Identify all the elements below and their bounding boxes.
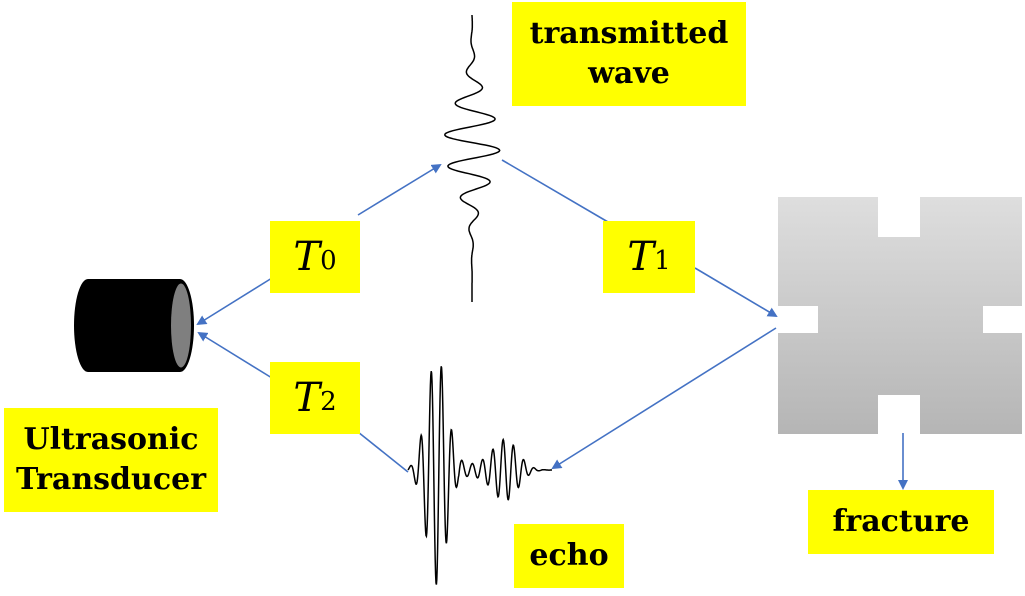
t1-subscript: 1 xyxy=(654,246,671,276)
fracture-label: fracture xyxy=(808,490,994,554)
t0-symbol: T xyxy=(293,234,321,280)
t2-subscript: 2 xyxy=(320,387,337,417)
echo-label: echo xyxy=(514,524,624,588)
ultrasonic-transducer-label: Ultrasonic Transducer xyxy=(4,408,218,512)
arrow-t2-to-transducer xyxy=(197,331,273,379)
arrow-t1-to-fracture xyxy=(694,267,778,318)
specimen-with-fracture-notches xyxy=(778,197,1022,434)
transmitted-wave-signal xyxy=(444,15,501,302)
arrow-fracture-to-echo xyxy=(551,327,777,470)
t0-subscript: 0 xyxy=(320,246,337,276)
t1-symbol: T xyxy=(627,234,655,280)
t2-symbol: T xyxy=(293,375,321,421)
arrow-t0-to-transducer xyxy=(196,277,273,326)
connector-echo-to-t2 xyxy=(357,431,409,473)
ultrasonic-transducer-icon xyxy=(74,279,194,372)
connector-transmitted-wave-to-t1 xyxy=(501,159,609,223)
transmitted-wave-label: transmitted wave xyxy=(512,2,746,106)
echo-wave-signal xyxy=(407,366,552,585)
arrow-t0-to-transmitted-wave xyxy=(357,163,442,216)
